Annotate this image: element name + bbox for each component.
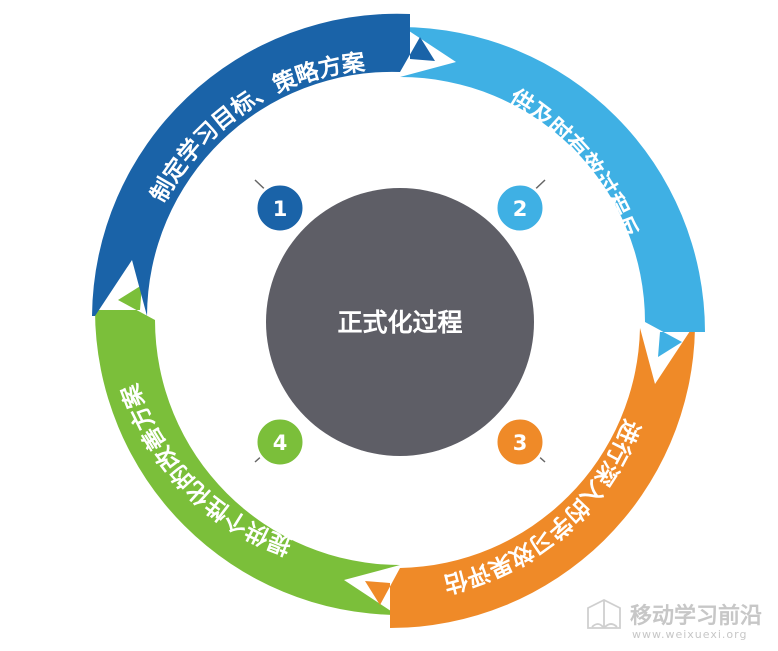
segment-3-arc [365, 328, 695, 628]
watermark-title: 移动学习前沿 [630, 603, 762, 629]
step-badge-1: 1 [254, 182, 306, 234]
watermark: 移动学习前沿 www.weixuexi.org [587, 598, 762, 641]
book-logo-icon [587, 598, 621, 629]
segment-1-arc [92, 13, 435, 316]
watermark-url: www.weixuexi.org [632, 628, 747, 641]
segment-2-arc [400, 25, 705, 357]
step-number-3: 3 [513, 431, 528, 455]
step-badge-3: 3 [494, 416, 546, 468]
center-hub [266, 188, 534, 456]
step-number-2: 2 [513, 197, 528, 221]
step-number-1: 1 [273, 197, 288, 221]
segment-4-arc [95, 285, 400, 617]
step-badge-2: 2 [494, 182, 546, 234]
step-number-4: 4 [273, 431, 288, 455]
step-badge-4: 4 [254, 416, 306, 468]
center-label: 正式化过程 [337, 308, 462, 337]
